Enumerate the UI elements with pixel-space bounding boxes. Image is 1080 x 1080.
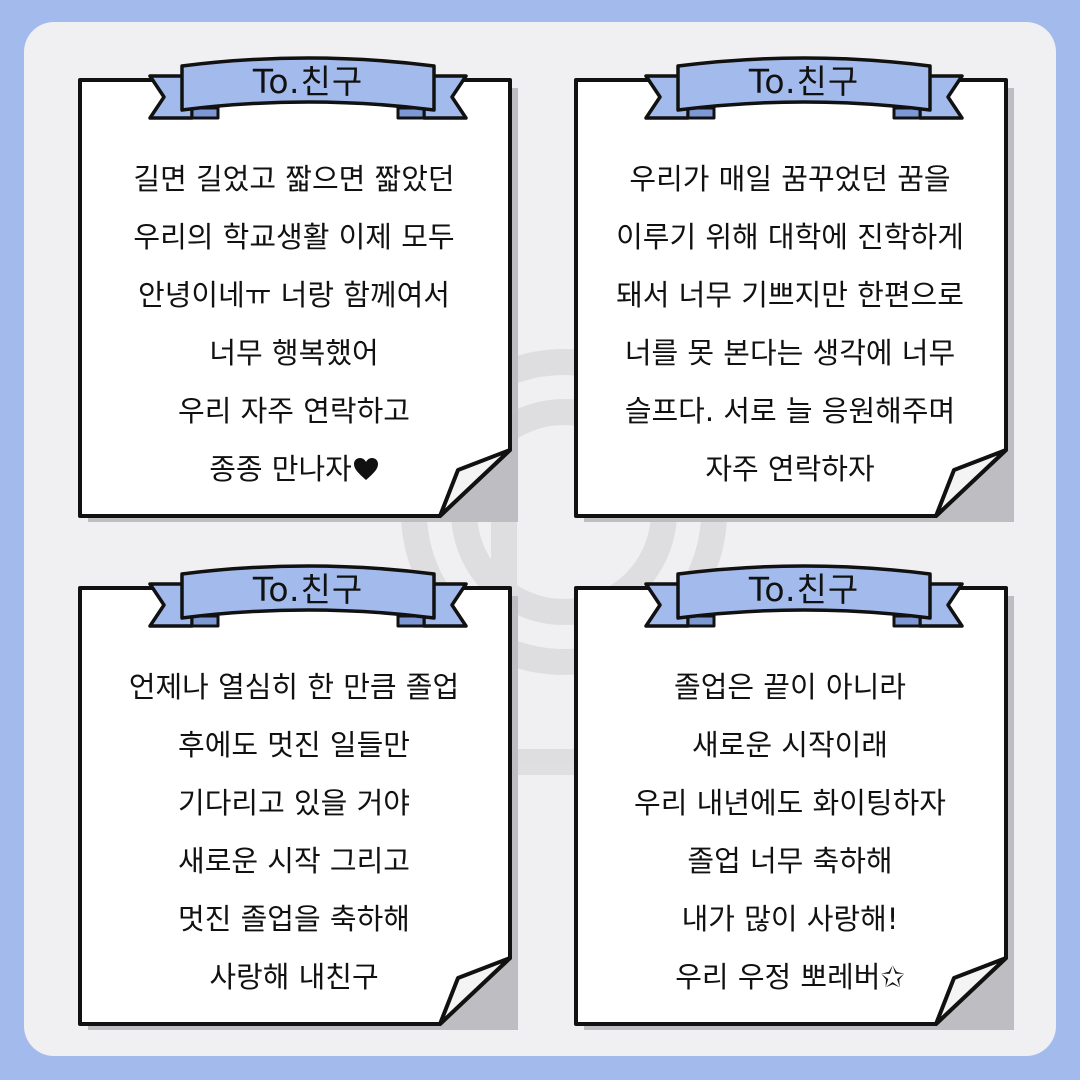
note-body: 언제나 열심히 한 만큼 졸업 후에도 멋진 일들만 기다리고 있을 거야 새로… — [78, 658, 510, 1006]
note-card-4: To.친구 졸업은 끝이 아니라 새로운 시작이래 우리 내년에도 화이팅하자 … — [574, 564, 1014, 1030]
heart-icon — [353, 458, 378, 480]
note-line: 우리의 학교생활 이제 모두 — [133, 220, 455, 254]
paper-shape — [78, 78, 518, 522]
ribbon-shape — [148, 56, 468, 120]
note-line: 자주 연락하자 — [705, 452, 875, 486]
note-card-3: To.친구 언제나 열심히 한 만큼 졸업 후에도 멋진 일들만 기다리고 있을… — [78, 564, 518, 1030]
note-line: 언제나 열심히 한 만큼 졸업 — [128, 670, 460, 704]
board: To.친구 길면 길었고 짧으면 짧았던 우리의 학교생활 이제 모두 안녕이네… — [24, 22, 1056, 1056]
note-line: 졸업 너무 축하해 — [687, 844, 893, 878]
note-line: 사랑해 내친구 — [209, 960, 379, 994]
note-heading: To.친구 — [252, 62, 364, 101]
note-line: 우리 자주 연락하고 — [178, 394, 410, 428]
ribbon-shape — [644, 564, 964, 628]
note-line: 새로운 시작 그리고 — [178, 844, 410, 878]
note-heading: To.친구 — [748, 570, 860, 609]
note-line: 멋진 졸업을 축하해 — [178, 902, 410, 936]
note-line: 새로운 시작이래 — [692, 728, 888, 762]
paper-shape — [574, 586, 1014, 1030]
note-card-2: To.친구 우리가 매일 꿈꾸었던 꿈을 이루기 위해 대학에 진학하게 돼서 … — [574, 56, 1014, 522]
note-line: 이루기 위해 대학에 진학하게 — [616, 220, 964, 254]
note-body: 우리가 매일 꿈꾸었던 꿈을 이루기 위해 대학에 진학하게 돼서 너무 기쁘지… — [574, 150, 1006, 498]
note-line: 우리 우정 뽀레버✩ — [675, 960, 905, 994]
ribbon-banner: To.친구 — [644, 54, 964, 126]
ribbon-banner: To.친구 — [148, 562, 468, 634]
note-line: 안녕이네ㅠ 너랑 함께여서 — [138, 278, 450, 312]
note-card-1: To.친구 길면 길었고 짧으면 짧았던 우리의 학교생활 이제 모두 안녕이네… — [78, 56, 518, 522]
note-heading: To.친구 — [748, 62, 860, 101]
note-line: 내가 많이 사랑해! — [681, 902, 899, 936]
note-line: 졸업은 끝이 아니라 — [674, 670, 906, 704]
note-line: 후에도 멋진 일들만 — [178, 728, 410, 762]
paper-shape — [574, 78, 1014, 522]
ribbon-shape — [644, 56, 964, 120]
ribbon-banner: To.친구 — [148, 54, 468, 126]
note-line: 너무 행복했어 — [209, 336, 379, 370]
paper-shape — [78, 586, 518, 1030]
note-line: 종종 만나자 — [209, 452, 352, 486]
note-body: 길면 길었고 짧으면 짧았던 우리의 학교생활 이제 모두 안녕이네ㅠ 너랑 함… — [78, 150, 510, 498]
ribbon-banner: To.친구 — [644, 562, 964, 634]
ribbon-shape — [148, 564, 468, 628]
note-line: 슬프다. 서로 늘 응원해주며 — [624, 394, 956, 428]
note-body: 졸업은 끝이 아니라 새로운 시작이래 우리 내년에도 화이팅하자 졸업 너무 … — [574, 658, 1006, 1006]
note-line: 우리가 매일 꿈꾸었던 꿈을 — [629, 162, 951, 196]
note-line: 기다리고 있을 거야 — [178, 786, 410, 820]
note-line: 길면 길었고 짧으면 짧았던 — [133, 162, 455, 196]
note-line: 우리 내년에도 화이팅하자 — [634, 786, 946, 820]
note-line: 돼서 너무 기쁘지만 한편으로 — [616, 278, 964, 312]
note-line-last: 종종 만나자 — [78, 440, 510, 498]
note-line: 너를 못 본다는 생각에 너무 — [624, 336, 956, 370]
note-heading: To.친구 — [252, 570, 364, 609]
